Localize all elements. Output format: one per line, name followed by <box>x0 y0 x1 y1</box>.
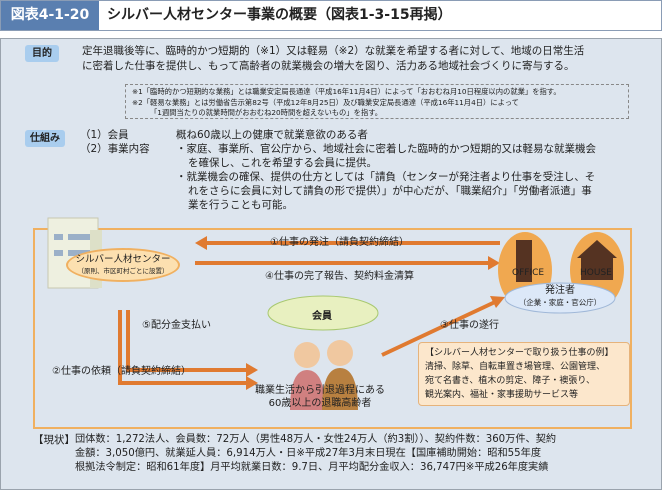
mechanism-items: （1）会員 （2）事業内容 <box>80 128 150 156</box>
notes-box: ※1「臨時的かつ短期的な業務」とは職業安定局長通達（平成16年11月4日）によっ… <box>125 84 629 119</box>
examples-line: 清掃、除草、自転車置き場管理、公園管理、 <box>425 362 606 372</box>
client-label: 発注者 <box>545 285 575 296</box>
content-line: ・家庭、事業所、官公庁から、地域社会に密着した臨時的かつ短期的又は軽易な就業機会 <box>176 143 596 155</box>
center-name: シルバー人材センター <box>75 254 171 265</box>
step2-label: ②仕事の依頼（請負契約締結） <box>52 366 191 377</box>
step4-label: ④仕事の完了報告、契約料金清算 <box>265 271 414 282</box>
status-line: 根拠法令制定：昭和61年度】月平均就業日数：9.7日、月平均配分金収入：36,7… <box>75 462 549 473</box>
examples-line: 宛て名書き、植木の剪定、障子・襖張り、 <box>425 376 596 386</box>
content-line: れをさらに会員に対して請負の形で提供）」が中心だが、「職業紹介」「労働者派遣」事 <box>188 185 592 197</box>
mechanism-label: 仕組み <box>25 130 65 147</box>
content-line: を確保し、これを希望する会員に提供。 <box>188 157 377 169</box>
examples-line: 観光案内、福祉・家事援助サービス等 <box>425 390 579 400</box>
job-examples-box: 【シルバー人材センターで取り扱う仕事の例】 清掃、除草、自転車置き場管理、公園管… <box>418 342 630 406</box>
member-desc-line: 職業生活から引退過程にある <box>255 385 385 396</box>
arrows <box>118 236 505 390</box>
status-line: 金額：3,050億円、就業延人員：6,914万人・日※平成27年3月末日現在【国… <box>75 448 542 459</box>
member-desc: 概ね60歳以上の健康で就業意欲のある者 <box>176 129 368 141</box>
client-sub: （企業・家庭・官公庁） <box>518 298 602 307</box>
elderly-couple-icon <box>290 340 358 410</box>
note-1: ※1「臨時的かつ短期的な業務」とは職業安定局長通達（平成16年11月4日）によっ… <box>132 87 561 96</box>
status-label: 【現状】 <box>33 434 75 446</box>
step1-label: ①仕事の発注（請負契約締結） <box>270 237 409 248</box>
figure-number: 図表4-1-20 <box>1 1 99 30</box>
status-text: 団体数：1,272法人、会員数：72万人（男性48万人・女性24万人（約3割））… <box>75 433 556 475</box>
content-line: 業を行うことも可能。 <box>188 199 293 211</box>
item-member: （1）会員 <box>80 129 129 141</box>
figure-title: シルバー人材センター事業の概要（図表1-3-15再掲） <box>107 7 452 23</box>
member-desc: 職業生活から引退過程にある 60歳以上の退職高齢者 <box>235 384 405 410</box>
arrow-perform <box>381 300 496 357</box>
purpose-label: 目的 <box>25 45 59 62</box>
mechanism-desc: 概ね60歳以上の健康で就業意欲のある者 ・家庭、事業所、官公庁から、地域社会に密… <box>176 128 596 212</box>
status-line: 団体数：1,272法人、会員数：72万人（男性48万人・女性24万人（約3割））… <box>75 434 557 445</box>
step3-label: ③仕事の遂行 <box>440 320 499 331</box>
figure-header: 図表4-1-20 シルバー人材センター事業の概要（図表1-3-15再掲） <box>0 0 662 31</box>
silver-center-node: シルバー人材センター （原則、市区町村ごとに設置） <box>66 248 180 282</box>
client-ellipse <box>504 282 616 314</box>
client-node: 発注者 （企業・家庭・官公庁） <box>505 285 615 309</box>
member-label: 会員 <box>312 311 332 322</box>
step5-label: ⑤配分金支払い <box>142 320 211 331</box>
examples-title: 【シルバー人材センターで取り扱う仕事の例】 <box>425 348 614 358</box>
item-content: （2）事業内容 <box>80 143 150 155</box>
member-desc-line: 60歳以上の退職高齢者 <box>268 398 372 409</box>
house-label: HOUSE <box>580 268 612 278</box>
office-label: OFFICE <box>512 268 545 278</box>
arrow-payment <box>126 310 248 372</box>
note-2: ※2「軽易な業務」とは労働省告示第82号（平成12年8月25日）及び職業安定局長… <box>132 97 519 107</box>
purpose-line: 定年退職後等に、臨時的かつ短期的（※1）又は軽易（※2）な就業を希望する者に対し… <box>82 45 585 57</box>
purpose-line: に密着した仕事を提供し、もって高齢者の就業機会の増大を図り、活力ある地域社会づく… <box>82 60 575 72</box>
content-line: ・就業機会の確保、提供の仕方としては「請負（センターが発注者より仕事を受注し、そ <box>176 171 596 183</box>
center-sub: （原則、市区町村ごとに設置） <box>77 267 169 275</box>
note-2-cont: 「1週間当たりの就業時間がおおむね20時間を超えないもの」を指す。 <box>150 108 383 117</box>
purpose-text: 定年退職後等に、臨時的かつ短期的（※1）又は軽易（※2）な就業を希望する者に対し… <box>82 44 584 74</box>
member-ellipse <box>267 295 379 331</box>
diagram-frame <box>33 228 632 429</box>
arrow-request <box>118 310 248 385</box>
